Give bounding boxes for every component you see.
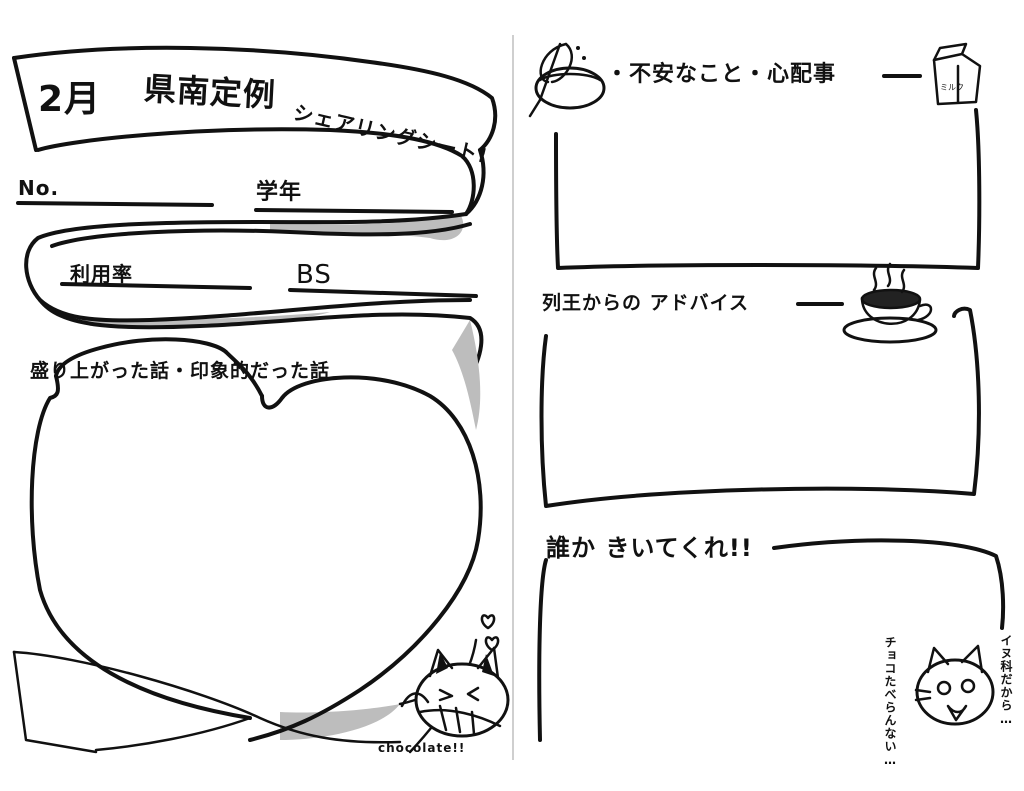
title-ribbon <box>12 45 498 216</box>
title-month: 2月 <box>38 79 102 120</box>
small-heart-1 <box>480 614 496 630</box>
cat-face-drawing <box>914 644 995 726</box>
listen-heading: 誰か きいてくれ!! <box>546 534 753 562</box>
worries-box <box>554 108 982 270</box>
middle-ribbon <box>24 212 484 382</box>
cat-with-fish-drawing <box>400 646 510 738</box>
whisk-bowl-drawing <box>528 42 606 118</box>
title-main: 県南定例 <box>143 69 277 115</box>
cat-caption: chocolate!! <box>378 741 466 755</box>
heart-frame <box>12 320 483 754</box>
listen-box <box>772 538 1006 630</box>
no-underline <box>16 201 214 207</box>
field-no-label: No. <box>18 176 60 200</box>
small-heart-2 <box>484 636 500 652</box>
milk-carton-drawing <box>932 42 982 106</box>
cat-speech-2: チョコたべらんない… <box>883 636 897 768</box>
field-bs-label: BS <box>296 260 332 290</box>
milk-label: ミルク <box>940 83 964 92</box>
grade-underline <box>254 208 454 214</box>
cat-speech-1: イヌ科だから… <box>999 634 1013 727</box>
field-rate-label: 利用率 <box>70 262 133 286</box>
advice-heading: 列王からの アドバイス <box>542 292 750 314</box>
field-grade-label: 学年 <box>256 180 303 205</box>
heart-heading: 盛り上がった話・印象的だった話 <box>30 360 331 382</box>
coffee-cup-drawing <box>842 262 938 344</box>
advice-box <box>539 306 981 508</box>
worries-heading: ・不安なこと・心配事 <box>606 62 837 87</box>
